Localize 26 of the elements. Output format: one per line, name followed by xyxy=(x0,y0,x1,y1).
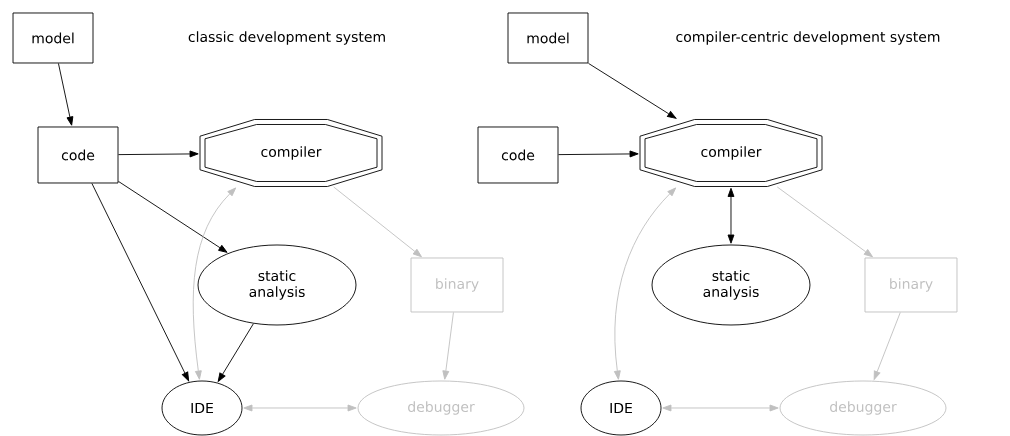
arrow xyxy=(613,187,677,380)
arrow xyxy=(442,312,454,380)
process-box: binary xyxy=(410,257,504,313)
arrow xyxy=(217,323,254,382)
arrow xyxy=(118,180,228,253)
system-label: classic development system xyxy=(188,31,385,45)
arrow xyxy=(727,187,735,244)
system-label: compiler-centric development system xyxy=(676,31,940,45)
arrow xyxy=(873,312,901,380)
arrow xyxy=(333,186,422,258)
process-box: model xyxy=(12,12,94,64)
compiler-octagon: compiler xyxy=(199,119,383,187)
arrow xyxy=(558,150,639,158)
arrow xyxy=(776,186,873,258)
process-box: binary xyxy=(864,257,958,313)
arrow xyxy=(662,404,779,412)
arrow xyxy=(118,150,199,158)
process-box: code xyxy=(477,126,559,184)
process-box: code xyxy=(37,126,119,184)
process-box: model xyxy=(507,12,589,64)
compiler-octagon: compiler xyxy=(639,119,823,187)
arrow xyxy=(243,404,357,412)
arrow xyxy=(192,187,237,380)
arrow xyxy=(58,63,74,126)
arrow xyxy=(91,183,190,382)
arrow xyxy=(588,62,677,119)
